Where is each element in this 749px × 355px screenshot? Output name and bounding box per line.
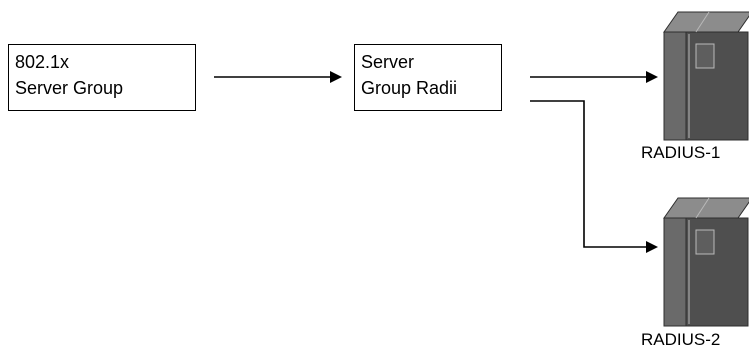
server-icon	[663, 197, 749, 327]
node-8021x-server-group: 802.1x Server Group	[8, 44, 196, 111]
server-label-radius-2: RADIUS-2	[641, 330, 721, 349]
arrow-group-to-radius2	[530, 100, 658, 253]
server-label-radius-1: RADIUS-1	[641, 143, 721, 162]
node-radii-line2: Group Radii	[361, 78, 458, 98]
node-8021x-line1: 802.1x	[15, 52, 70, 72]
node-radii-line1: Server	[361, 52, 415, 72]
node-8021x-line2: Server Group	[15, 78, 124, 98]
server-icon	[663, 11, 749, 141]
node-server-group-radii: Server Group Radii	[354, 44, 502, 111]
